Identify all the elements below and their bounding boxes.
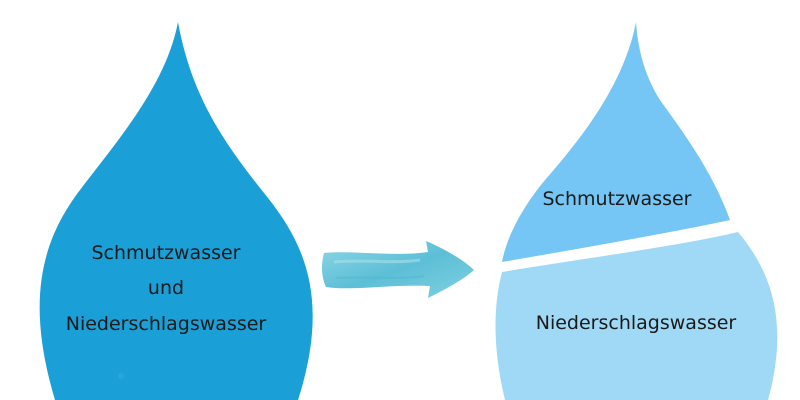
right-drop-bottom-segment (495, 232, 778, 400)
left-drop-label-line3: Niederschlagswasser (65, 313, 267, 335)
left-drop-speck (118, 373, 124, 379)
arrow-right-icon (321, 241, 474, 298)
right-drop-top-label: Schmutzwasser (542, 188, 692, 210)
left-drop-label-line1: Schmutzwasser (91, 242, 241, 264)
right-drop-top-segment (502, 22, 730, 262)
right-drop-bottom-label: Niederschlagswasser (535, 312, 737, 334)
left-water-drop (39, 22, 313, 400)
left-drop-label-line2: und (147, 277, 185, 299)
